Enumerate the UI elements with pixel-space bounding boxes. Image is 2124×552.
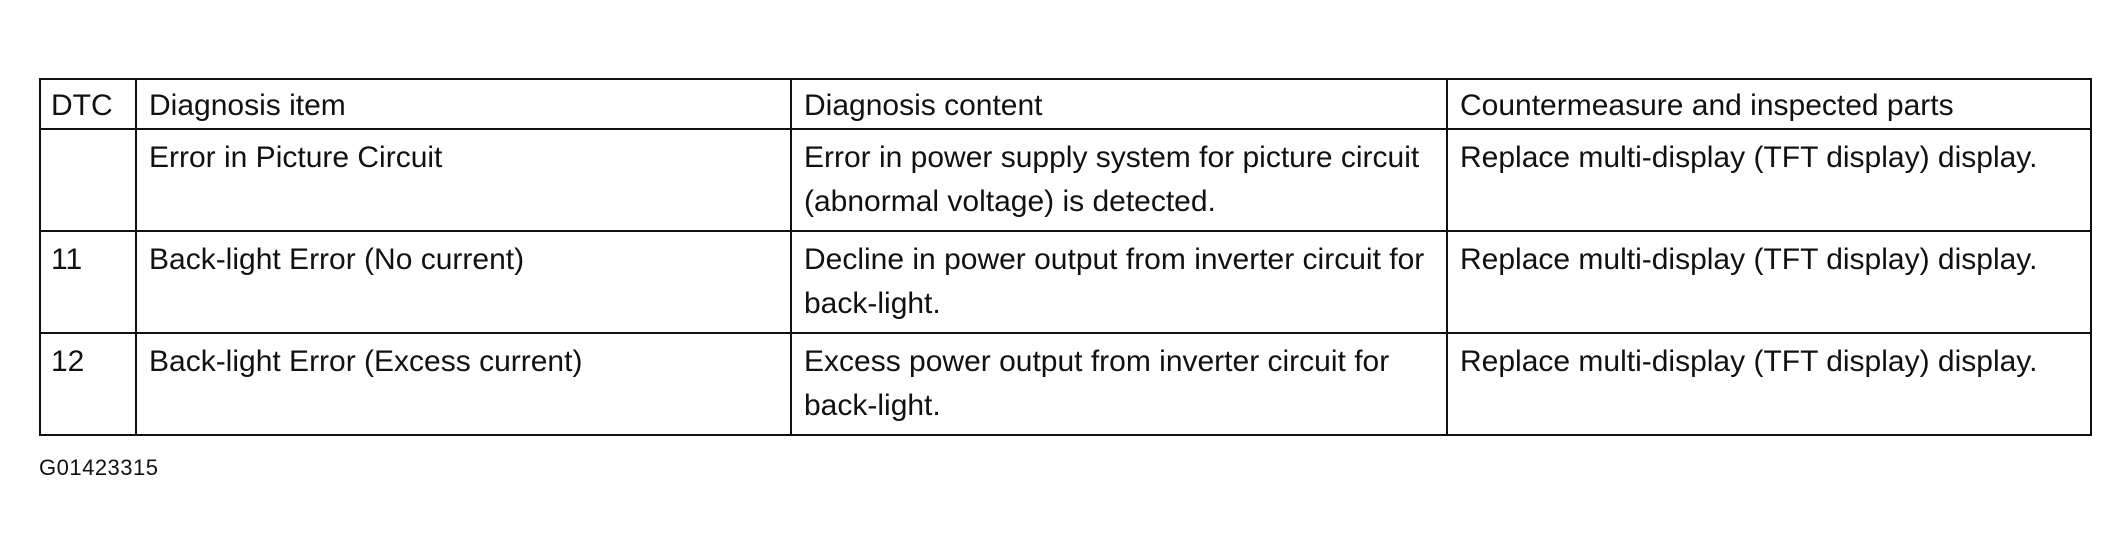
cell-dtc: 12 [39, 332, 137, 436]
cell-diagnosis-content: Excess power output from inverter circui… [790, 332, 1448, 436]
cell-diagnosis-content: Error in power supply system for picture… [790, 128, 1448, 232]
figure-id: G01423315 [39, 455, 159, 480]
cell-dtc: 11 [39, 230, 137, 334]
cell-countermeasure: Replace multi-display (TFT display) disp… [1446, 230, 2092, 334]
table-row: 12 Back-light Error (Excess current) Exc… [39, 332, 2092, 436]
cell-diagnosis-item: Error in Picture Circuit [135, 128, 792, 232]
cell-dtc [39, 128, 137, 232]
table-row: Error in Picture Circuit Error in power … [39, 128, 2092, 232]
cell-countermeasure: Replace multi-display (TFT display) disp… [1446, 332, 2092, 436]
cell-diagnosis-item: Back-light Error (No current) [135, 230, 792, 334]
header-diagnosis-content: Diagnosis content [790, 78, 1448, 130]
cell-diagnosis-content: Decline in power output from inverter ci… [790, 230, 1448, 334]
header-countermeasure: Countermeasure and inspected parts [1446, 78, 2092, 130]
table-header-row: DTC Diagnosis item Diagnosis content Cou… [39, 78, 2092, 130]
cell-countermeasure: Replace multi-display (TFT display) disp… [1446, 128, 2092, 232]
cell-diagnosis-item: Back-light Error (Excess current) [135, 332, 792, 436]
header-dtc: DTC [39, 78, 137, 130]
diagnosis-table: DTC Diagnosis item Diagnosis content Cou… [39, 78, 2092, 436]
table-row: 11 Back-light Error (No current) Decline… [39, 230, 2092, 334]
header-diagnosis-item: Diagnosis item [135, 78, 792, 130]
